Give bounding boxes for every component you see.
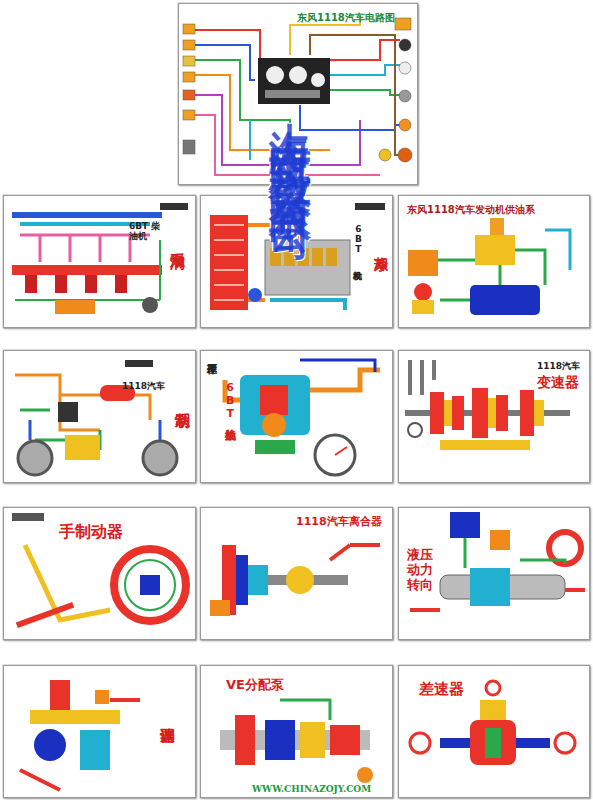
display-panel: 液压 动力 转向 [398,507,590,640]
display-panel: 6BT 发动机冷却系 [200,195,393,328]
panel-title: 1118汽车 [537,361,589,371]
display-panel: VE分配泵 [200,665,393,798]
display-panel: 差速器 [398,665,590,798]
display-panel: 1118汽车制动系 [3,350,196,483]
panel-title: 6BT 柴油机 [129,221,169,242]
panel-title: 差速器 [419,681,519,698]
display-panel: 6BT柴油机工作原理 [200,350,393,483]
display-panel: 1118汽车变速器 [398,350,590,483]
panel-title: 东风1118汽车电路图 [297,12,415,24]
panel-title: 变速器 [537,374,589,390]
display-panel: 手制动器 [3,507,196,640]
panel-title: 6BT 发动机 [353,224,363,264]
display-panel: 6BT 柴油机润滑系 [3,195,196,328]
display-panel: 调速器 [3,665,196,798]
display-panel: 1118汽车离合器 [200,507,393,640]
panel-title: 6BT柴油机 [223,381,236,420]
panel-title: 东风1118汽车发动机供油系 [407,204,587,216]
panel-title: 手制动器 [59,523,179,541]
panel-title: 液压 动力 转向 [407,548,437,593]
watermark: 上海中瓯科教仪器有限公司 [262,88,318,196]
panel-title: 1118汽车 [122,381,182,391]
display-panel: 东风1118汽车发动机供油系 [398,195,590,328]
website-url: WWW.CHINAZOJY.COM [252,784,371,794]
panel-title: VE分配泵 [226,678,346,693]
panel-title: 1118汽车离合器 [296,516,392,529]
